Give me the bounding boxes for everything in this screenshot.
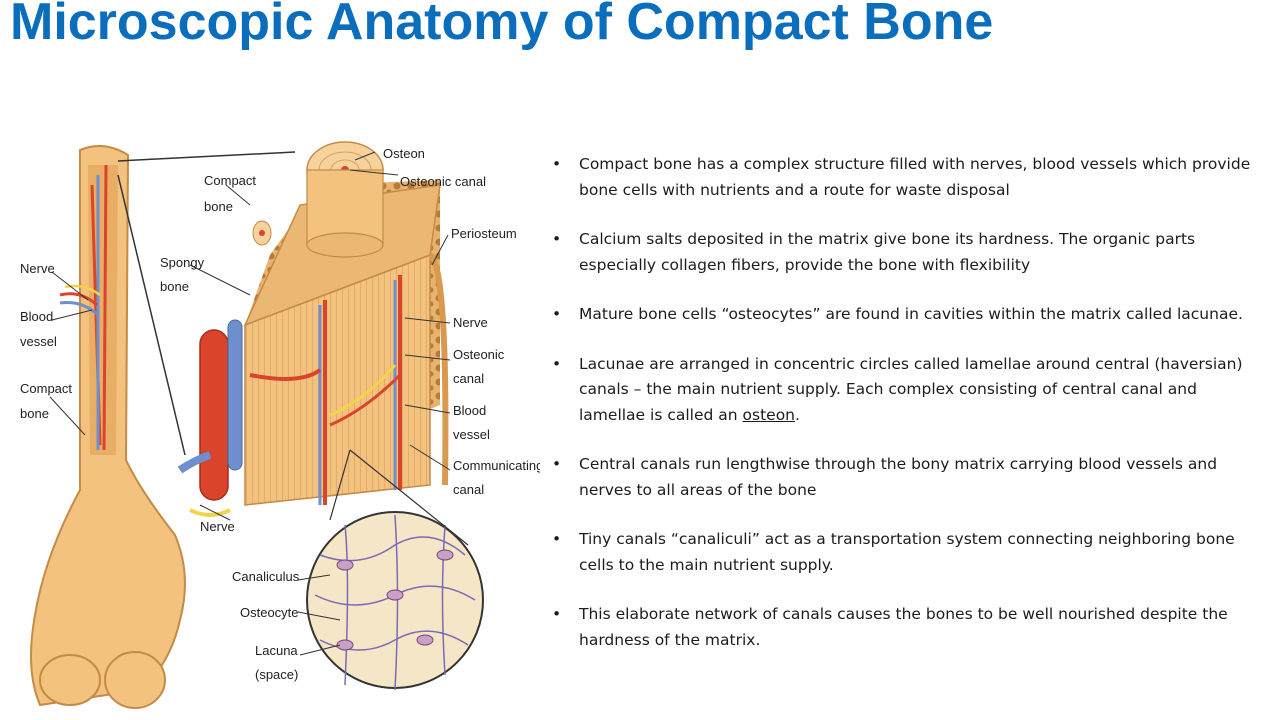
label-blood-vessel-right-2: vessel (453, 427, 490, 442)
bone-anatomy-svg: Osteon Osteonic canal Compact bone Perio… (20, 141, 540, 709)
label-compact-bone-left-1: Compact (20, 381, 72, 396)
bullet-item: •Lacunae are arranged in concentric circ… (548, 352, 1260, 429)
magnified-lacunae-view (306, 449, 484, 691)
bullet-dot-icon: • (552, 354, 562, 373)
bullet-item: •This elaborate network of canals causes… (548, 602, 1260, 653)
long-bone-shape (30, 145, 186, 709)
label-canaliculus: Canaliculus (232, 569, 300, 584)
slide-title: Microscopic Anatomy of Compact Bone (10, 0, 994, 51)
label-blood-vessel-left-2: vessel (20, 334, 57, 349)
label-communicating-canal-2: canal (453, 482, 484, 497)
label-nerve-right: Nerve (453, 315, 488, 330)
label-lacuna-2: (space) (255, 667, 298, 682)
label-compact-bone-top-2: bone (204, 199, 233, 214)
bullet-item: •Central canals run lengthwise through t… (548, 452, 1260, 503)
bullet-dot-icon: • (552, 605, 562, 623)
bullet-dot-icon: • (552, 230, 562, 248)
label-periosteum: Periosteum (451, 226, 517, 241)
bullet-list: •Compact bone has a complex structure fi… (548, 152, 1260, 677)
bullet-item: •Compact bone has a complex structure fi… (548, 152, 1260, 203)
zoom-connector-lines (117, 151, 296, 456)
bullet-item: •Calcium salts deposited in the matrix g… (548, 227, 1260, 278)
label-communicating-canal-1: Communicating (453, 458, 540, 473)
label-nerve-bottom: Nerve (200, 519, 235, 534)
bullet-dot-icon: • (552, 155, 562, 173)
label-osteocyte: Osteocyte (240, 605, 299, 620)
compact-bone-block (177, 141, 449, 517)
label-spongy-bone-2: bone (160, 279, 189, 294)
bullet-dot-icon: • (552, 455, 562, 473)
bullet-item: •Mature bone cells “osteocytes” are foun… (548, 302, 1260, 328)
label-compact-bone-left-2: bone (20, 406, 49, 421)
label-lacuna-1: Lacuna (255, 643, 298, 658)
label-leader-lines (49, 151, 451, 656)
bullet-item: •Tiny canals “canaliculi” act as a trans… (548, 527, 1260, 578)
label-spongy-bone-1: Spongy (160, 255, 205, 270)
osteon-term: osteon (742, 405, 795, 424)
label-blood-vessel-right-1: Blood (453, 403, 486, 418)
label-osteonic-canal-right-2: canal (453, 371, 484, 386)
label-nerve-left: Nerve (20, 261, 55, 276)
label-osteonic-canal-right-1: Osteonic (453, 347, 505, 362)
bone-anatomy-illustration: Osteon Osteonic canal Compact bone Perio… (0, 125, 540, 720)
label-osteonic-canal-top: Osteonic canal (400, 174, 486, 189)
label-osteon: Osteon (383, 146, 425, 161)
label-blood-vessel-left-1: Blood (20, 309, 53, 324)
bullet-dot-icon: • (552, 305, 562, 323)
bullet-dot-icon: • (552, 530, 562, 548)
label-compact-bone-top-1: Compact (204, 173, 256, 188)
